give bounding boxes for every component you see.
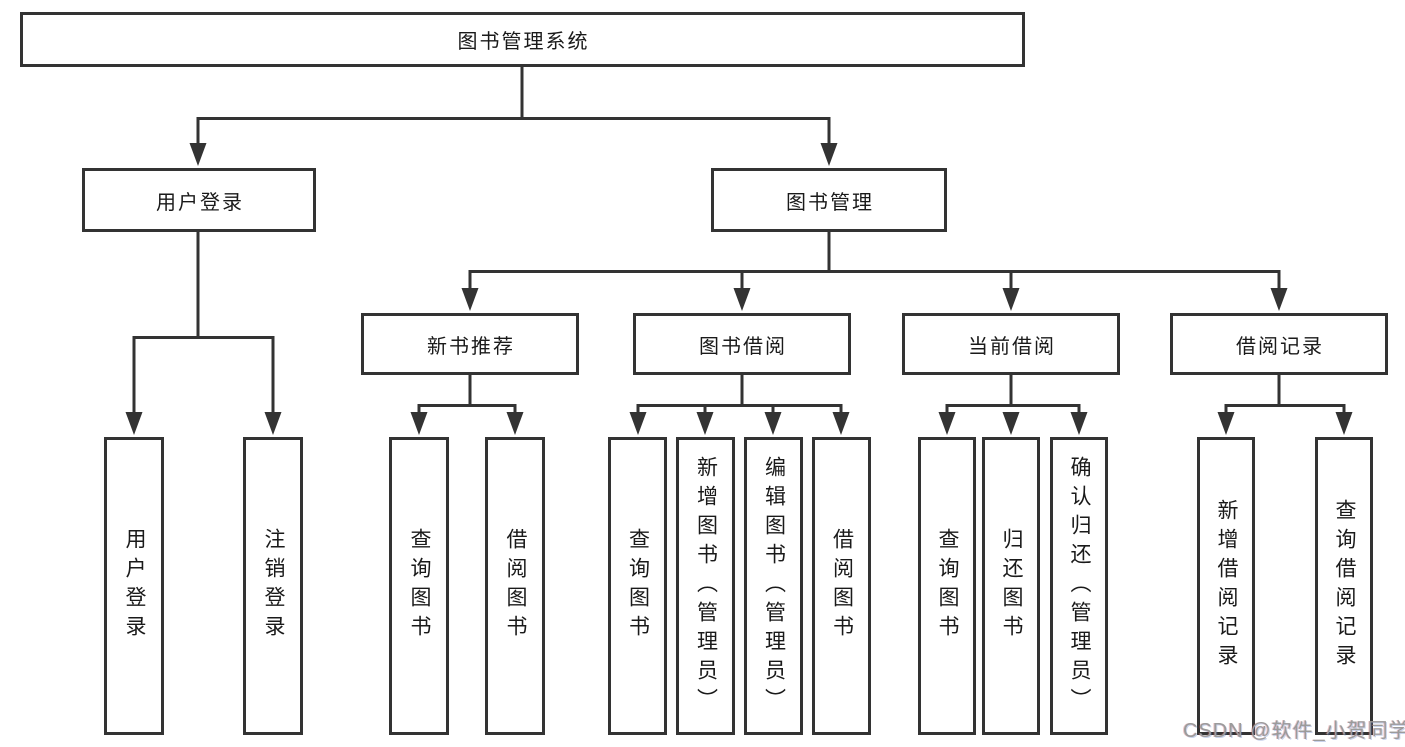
node-root: 图书管理系统 [20,12,1025,67]
node-leaf-borrow-books-2-label: 借阅图书 [830,528,854,644]
node-leaf-query-books-1-label: 查询图书 [408,528,431,644]
node-leaf-add-books-admin: 新增图书（管理员） [676,437,735,735]
node-leaf-logout-label: 注销登录 [262,528,285,644]
node-leaf-add-books-admin-label: 新增图书（管理员） [694,455,718,717]
node-book-borrow: 图书借阅 [633,313,851,375]
node-leaf-user-login: 用户登录 [104,437,164,735]
node-leaf-borrow-books-1-label: 借阅图书 [504,528,527,644]
watermark: CSDN @软件_小贺同学 [1183,720,1405,742]
node-new-book-recommend-label: 新书推荐 [427,335,515,358]
node-leaf-query-borrow-record: 查询借阅记录 [1315,437,1373,735]
arrowhead-icons [125,143,1353,435]
node-leaf-query-books-2-label: 查询图书 [626,528,650,644]
node-book-borrow-label: 图书借阅 [699,335,787,358]
node-book-management-label: 图书管理 [786,191,874,214]
node-borrow-records: 借阅记录 [1170,313,1388,375]
node-leaf-borrow-books-1: 借阅图书 [485,437,545,735]
node-leaf-logout: 注销登录 [243,437,303,735]
node-leaf-add-borrow-record-label: 新增借阅记录 [1215,499,1238,673]
node-leaf-query-books-3-label: 查询图书 [936,528,959,644]
node-current-borrow-label: 当前借阅 [968,335,1056,358]
node-leaf-return-books-label: 归还图书 [1000,528,1023,644]
connector-paths [132,67,1346,415]
node-borrow-records-label: 借阅记录 [1236,335,1324,358]
node-leaf-query-books-3: 查询图书 [918,437,976,735]
node-leaf-add-borrow-record: 新增借阅记录 [1197,437,1255,735]
node-leaf-return-books: 归还图书 [982,437,1040,735]
node-book-management: 图书管理 [711,168,947,232]
node-new-book-recommend: 新书推荐 [361,313,579,375]
node-root-label: 图书管理系统 [457,31,590,53]
node-leaf-edit-books-admin-label: 编辑图书（管理员） [762,455,786,717]
node-leaf-confirm-return-admin: 确认归还（管理员） [1050,437,1108,735]
node-leaf-query-borrow-record-label: 查询借阅记录 [1333,499,1356,673]
node-leaf-query-books-1: 查询图书 [389,437,449,735]
node-current-borrow: 当前借阅 [902,313,1120,375]
node-leaf-query-books-2: 查询图书 [608,437,667,735]
node-user-login: 用户登录 [82,168,316,232]
node-leaf-edit-books-admin: 编辑图书（管理员） [744,437,803,735]
node-leaf-borrow-books-2: 借阅图书 [812,437,871,735]
node-leaf-user-login-label: 用户登录 [123,528,146,644]
node-user-login-label: 用户登录 [156,191,244,214]
node-leaf-confirm-return-admin-label: 确认归还（管理员） [1068,455,1091,717]
